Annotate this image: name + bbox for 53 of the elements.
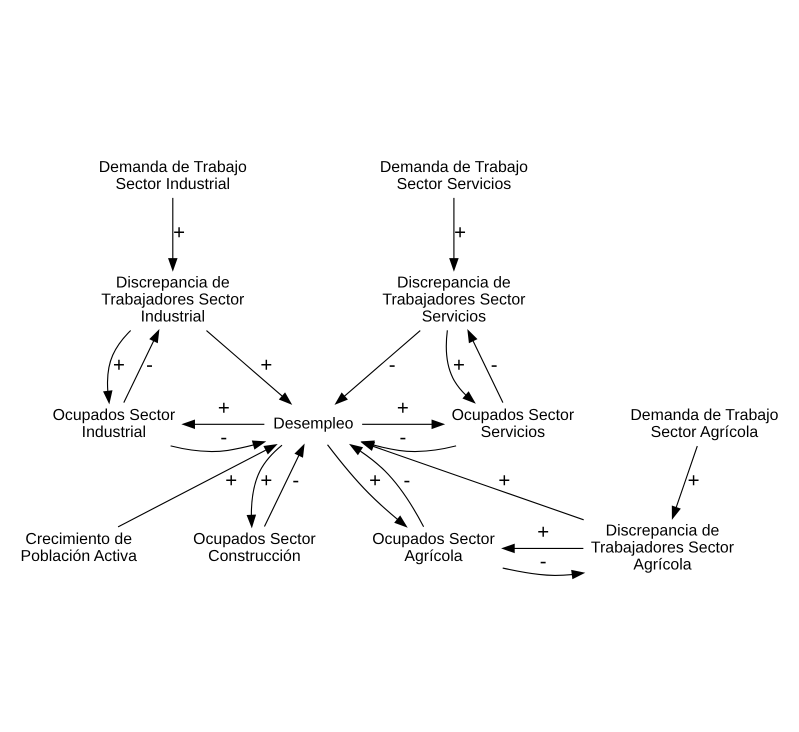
edge-label: - [292, 470, 300, 492]
edge-label: + [260, 354, 272, 376]
node-text: Demanda de Trabajo Sector Agrícola [630, 406, 778, 441]
node-text: Ocupados Sector Construcción [193, 530, 316, 565]
edge-label: - [540, 550, 547, 573]
node-text: Ocupados Sector Servicios [452, 406, 574, 441]
edge-label: - [400, 426, 406, 449]
arrow [327, 444, 408, 528]
node-text: Demanda de Trabajo Sector Servicios [380, 158, 528, 192]
arrow [349, 443, 424, 526]
edge-label: + [537, 521, 550, 544]
edge-label: + [260, 470, 272, 492]
arrow [206, 330, 292, 404]
arrow [672, 445, 698, 520]
arrow [502, 566, 586, 579]
edge-label: + [396, 397, 409, 420]
arrow [501, 543, 584, 553]
node-text: Ocupados Sector Industrial [52, 406, 176, 441]
edge-label: - [403, 470, 410, 492]
arrow [446, 330, 476, 404]
edge-label: + [454, 221, 466, 244]
edge-label: + [225, 470, 238, 492]
arrow [360, 441, 584, 520]
edge-label: + [112, 354, 125, 376]
arrow [170, 440, 266, 452]
edge-label: + [218, 397, 230, 420]
edge-label: + [369, 470, 382, 492]
edge-label: + [173, 221, 185, 244]
edge-label: + [688, 470, 700, 492]
arrow [362, 419, 446, 429]
node-text: Ocupados Sector Agrícola [372, 530, 495, 565]
node-text: Desempleo [273, 415, 354, 432]
arrow [168, 197, 178, 272]
edge-label: - [490, 354, 498, 376]
node-text: Discrepancia de Trabajadores Sector Industrial [101, 274, 244, 325]
arrow [449, 197, 459, 272]
edge-label: + [453, 354, 465, 376]
arrow [334, 330, 421, 404]
node-text: Demanda de Trabajo Sector Industrial [98, 158, 247, 192]
arrow [181, 419, 264, 429]
arrow [123, 328, 160, 402]
edge-label: - [146, 354, 153, 376]
arrow [467, 328, 504, 402]
edge-label: - [220, 426, 228, 449]
edge-label: + [498, 470, 510, 492]
arrow [103, 330, 132, 404]
arrow [246, 444, 282, 528]
arrow [264, 442, 305, 526]
node-text: Discrepancia de Trabajadores Sector Agrícola [590, 522, 734, 574]
node-text: Discrepancia de Trabajadores Sector Servicios [382, 274, 526, 325]
arrow [118, 443, 278, 527]
edge-label: - [388, 354, 396, 376]
node-text: Crecimiento de Población Activa [20, 530, 137, 565]
